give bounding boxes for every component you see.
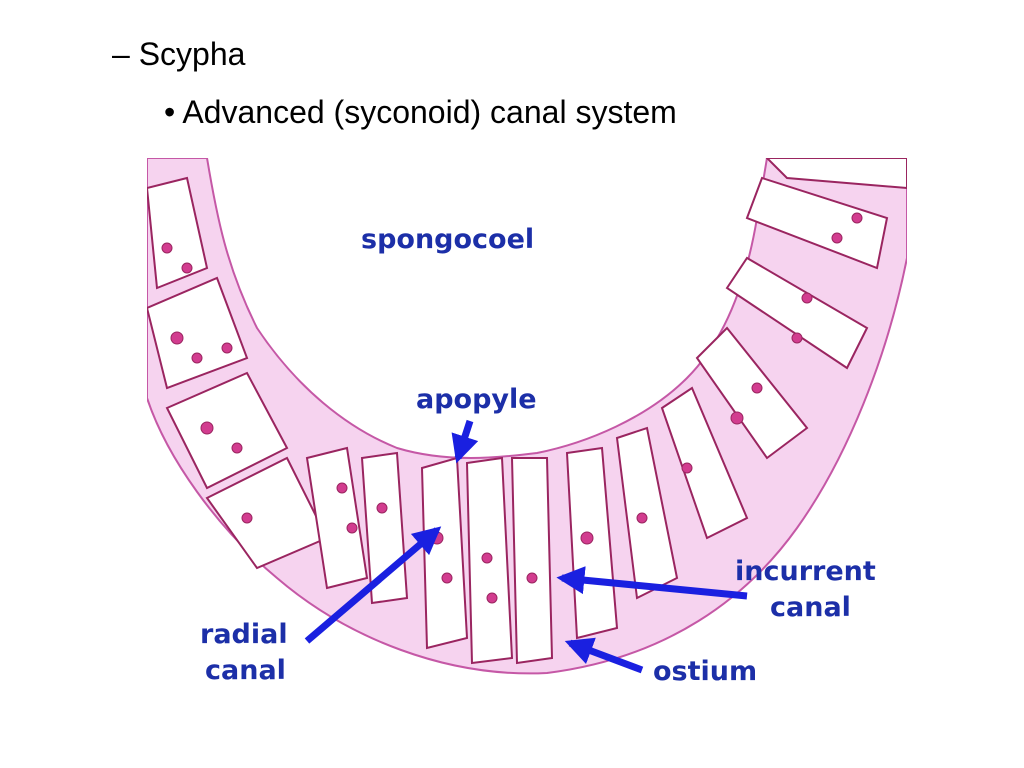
chamber	[660, 386, 749, 540]
chamber	[305, 446, 369, 590]
bullet-level2-text: Advanced (syconoid) canal system	[182, 94, 677, 130]
radial-arrow	[304, 526, 442, 644]
chamber	[147, 276, 249, 390]
cell-dot	[730, 411, 744, 425]
label-apopyle: apopyle	[416, 384, 537, 415]
cell-dot	[191, 352, 203, 364]
incurrent-arrow	[556, 566, 748, 600]
cell-dot	[751, 382, 763, 394]
chamber	[745, 176, 889, 270]
dash-marker: –	[112, 36, 130, 72]
chamber	[420, 456, 469, 650]
chamber	[765, 158, 907, 190]
dot-marker: •	[164, 94, 176, 130]
cell-dot	[636, 512, 648, 524]
label-ostium: ostium	[653, 656, 757, 687]
chamber	[725, 256, 869, 370]
chamber	[147, 176, 209, 290]
scypha-section-figure: spongocoel apopyle incurrent canal radia…	[147, 158, 907, 708]
label-incurrent-line2: canal	[770, 592, 851, 623]
cell-dot	[346, 522, 358, 534]
cell-dot	[526, 572, 538, 584]
bullet-level1-text: Scypha	[138, 36, 246, 72]
chamber	[510, 457, 554, 665]
cell-dot	[486, 592, 498, 604]
cell-dot	[481, 552, 493, 564]
cell-dot	[831, 232, 843, 244]
cell-dot	[580, 531, 594, 545]
label-radial-line2: canal	[205, 655, 286, 686]
cell-dot	[851, 212, 863, 224]
cell-dot	[221, 342, 233, 354]
chamber	[615, 426, 679, 600]
apopyle-arrow	[451, 419, 479, 464]
cell-dot	[241, 512, 253, 524]
cell-dot	[801, 292, 813, 304]
cell-dot	[200, 421, 214, 435]
cell-dot	[181, 262, 193, 274]
ostium-arrow	[564, 637, 644, 674]
cell-dot	[791, 332, 803, 344]
chamber	[695, 326, 809, 460]
cell-dot	[336, 482, 348, 494]
label-spongocoel: spongocoel	[361, 224, 534, 255]
label-radial-line1: radial	[200, 619, 288, 650]
bullet-level2: • Advanced (syconoid) canal system	[164, 94, 677, 131]
cell-dot	[170, 331, 184, 345]
cell-dot	[441, 572, 453, 584]
chamber	[165, 371, 289, 490]
cell-dot	[376, 502, 388, 514]
figure-svg: spongocoel apopyle incurrent canal radia…	[147, 158, 907, 687]
cell-dot	[161, 242, 173, 254]
label-incurrent-line1: incurrent	[735, 556, 876, 587]
bullet-level1: – Scypha	[112, 36, 245, 73]
cell-dot	[681, 462, 693, 474]
cell-dot	[231, 442, 243, 454]
